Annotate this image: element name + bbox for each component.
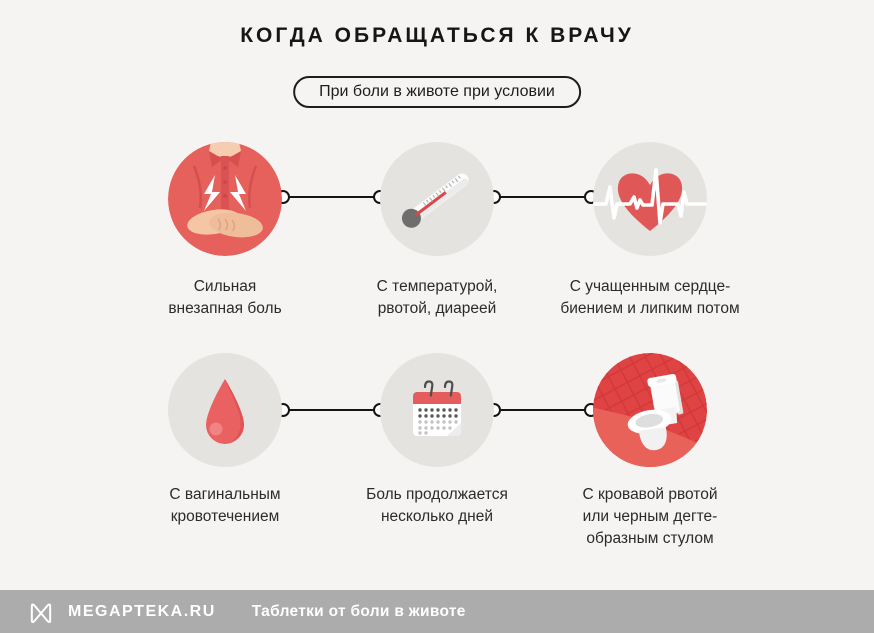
connector-line — [494, 195, 591, 199]
thermometer-icon — [380, 142, 494, 256]
item-label-rapid-heartbeat: С учащенным сердце- биением и липким пот… — [560, 278, 740, 317]
icon-circle-toilet — [593, 353, 707, 467]
icon-circle-blood-drop — [168, 353, 282, 467]
connector-line — [283, 408, 380, 412]
item-label-vaginal-bleeding: С вагинальным кровотечением — [169, 486, 281, 525]
item-label-fever-vomit-diarrhea: С температурой, рвотой, диареей — [376, 278, 498, 317]
heartbeat-ecg-icon — [593, 142, 707, 256]
calendar-icon — [380, 353, 494, 467]
footer-caption: Таблетки от боли в животе — [251, 602, 466, 620]
subtitle-text: При боли в животе при условии — [319, 83, 555, 100]
icon-circle-stomach-pain — [168, 142, 282, 256]
icon-circle-thermometer — [380, 142, 494, 256]
subtitle-pill: При боли в животе при условии — [293, 76, 581, 108]
connector — [276, 190, 387, 204]
connector — [487, 190, 598, 204]
item-label-bloody-vomit-stool: С кровавой рвотой или черным дегте- обра… — [582, 486, 718, 547]
stomach-pain-person-icon — [168, 142, 282, 256]
blood-drop-icon — [168, 353, 282, 467]
icon-circle-heartbeat — [593, 142, 707, 256]
megapteka-butterfly-logo-icon — [30, 602, 52, 623]
footer-brand: MEGAPTEKA.RU — [68, 602, 216, 620]
connector-line — [283, 195, 380, 199]
connector-line — [494, 408, 591, 412]
connector — [276, 403, 387, 417]
toilet-icon — [593, 353, 707, 467]
footer-bar: MEGAPTEKA.RU Таблетки от боли в животе — [0, 590, 874, 633]
icon-circle-calendar — [380, 353, 494, 467]
item-label-strong-sudden-pain: Сильная внезапная боль — [168, 278, 282, 317]
item-label-pain-several-days: Боль продолжается несколько дней — [366, 486, 508, 525]
page-title: КОГДА ОБРАЩАТЬСЯ К ВРАЧУ — [240, 24, 634, 47]
connector — [487, 403, 598, 417]
